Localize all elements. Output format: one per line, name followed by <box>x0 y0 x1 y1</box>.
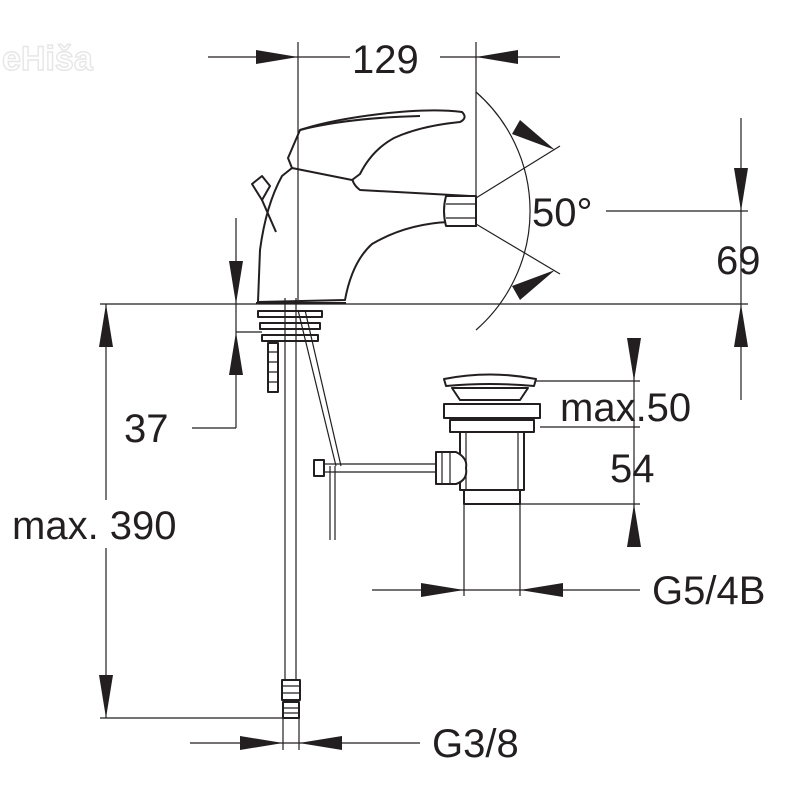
dimension-waste-height: 54 <box>520 427 655 547</box>
dimension-width: 129 <box>208 38 560 300</box>
dimension-spout-height-label: 69 <box>716 239 761 283</box>
dimension-angle-label: 50° <box>532 191 593 235</box>
watermark-logo: eHiša <box>2 40 94 78</box>
pop-up-rod <box>297 309 436 540</box>
dimension-waste-thread-label: G5/4B <box>652 569 765 613</box>
faucet-body <box>251 167 477 304</box>
dimension-pop-up: max.50 <box>536 338 691 430</box>
lever-handle <box>287 109 466 181</box>
dimension-deck-thickness: 37 <box>124 218 262 451</box>
dimension-waste-thread: G5/4B <box>372 504 765 613</box>
dimension-spout-height: 69 <box>606 118 761 400</box>
drain-assembly <box>435 373 541 505</box>
dimension-max-length: max. 390 <box>8 304 300 719</box>
mounting-assembly <box>257 310 323 393</box>
dimension-deck-thickness-label: 37 <box>124 407 169 451</box>
dimension-waste-height-label: 54 <box>610 447 655 491</box>
dimension-max-length-label: max. 390 <box>12 504 177 548</box>
dimension-supply-thread: G3/8 <box>190 718 519 766</box>
dimension-width-label: 129 <box>352 38 419 82</box>
dimension-supply-thread-label: G3/8 <box>432 722 519 766</box>
dimension-angle: 50° <box>475 91 593 331</box>
dimension-pop-up-label: max.50 <box>560 386 691 430</box>
spray-nozzle <box>443 195 477 227</box>
supply-hose <box>281 298 301 719</box>
